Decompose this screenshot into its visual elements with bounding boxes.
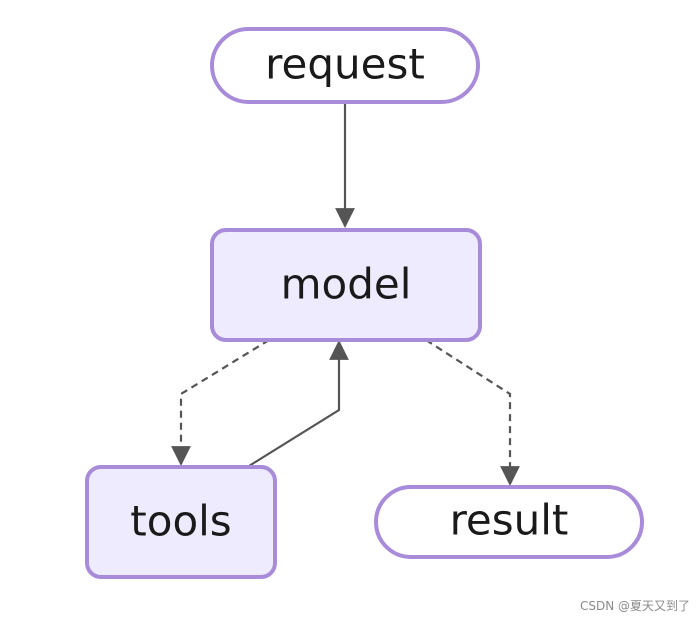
- node-result-shape: [374, 485, 644, 559]
- node-tools: tools: [85, 465, 277, 579]
- edge-model-to-result: [425, 339, 520, 486]
- edges: [171, 103, 520, 486]
- node-request: request: [210, 27, 480, 104]
- node-request-shape: [210, 27, 480, 104]
- node-result-label: result: [450, 496, 569, 545]
- edge-tools-to-model: [248, 340, 349, 467]
- node-tools-shape: [85, 465, 277, 579]
- node-request-label: request: [265, 40, 425, 89]
- node-model-label: model: [281, 260, 412, 309]
- edge-model-to-tools: [171, 339, 270, 466]
- watermark-text: CSDN @夏天又到了: [579, 599, 690, 613]
- node-tools-label: tools: [130, 497, 231, 546]
- node-model-shape: [210, 228, 482, 342]
- node-result: result: [374, 485, 644, 559]
- node-model: model: [210, 228, 482, 342]
